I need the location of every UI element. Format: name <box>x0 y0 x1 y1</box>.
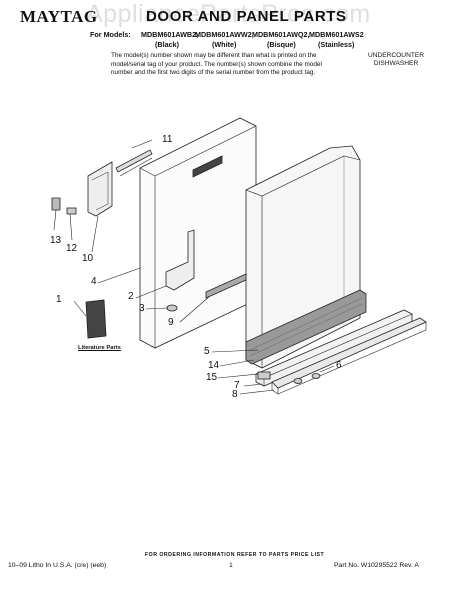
callout-2: 2 <box>128 291 134 302</box>
brand-logo: MAYTAG <box>20 7 98 26</box>
toe-panel <box>245 289 367 365</box>
literature-booklet <box>85 299 107 339</box>
callout-11: 11 <box>162 134 173 145</box>
page-title: DOOR AND PANEL PARTS <box>146 8 347 25</box>
note-line: The model(s) number shown may be differe… <box>111 52 317 59</box>
spring-rod <box>115 149 153 173</box>
hinge-clip <box>51 197 61 211</box>
appliance-type-line: DISHWASHER <box>373 60 419 67</box>
trim-screw <box>293 378 303 384</box>
literature-parts-label: Literature Parts <box>78 345 121 351</box>
appliance-type: UNDERCOUNTER DISHWASHER <box>360 52 432 68</box>
model-color: (Black) <box>155 40 179 49</box>
callout-12: 12 <box>66 243 78 254</box>
callout-15: 15 <box>206 372 218 383</box>
callout-9: 9 <box>168 317 174 328</box>
model-number: MDBM601AWS2 <box>309 30 364 39</box>
callout-14: 14 <box>208 360 220 371</box>
model-number: MDBM601AWQ2, <box>252 30 310 39</box>
trim-screw <box>311 373 321 379</box>
model-color: (Stainless) <box>318 40 355 49</box>
model-number: MDBM601AWB2, <box>141 30 199 39</box>
callout-10: 10 <box>82 253 94 264</box>
callout-1: 1 <box>56 294 62 305</box>
model-color: (Bisque) <box>267 40 296 49</box>
models-prefix: For Models: <box>90 30 131 39</box>
model-number: MDBM601AWW2, <box>195 30 254 39</box>
model-note: The model(s) number shown may be differe… <box>111 52 359 78</box>
callout-5: 5 <box>204 346 210 357</box>
screw <box>166 304 178 312</box>
panel-cutout <box>192 155 223 178</box>
part-number: Part No. W10295522 Rev. A <box>334 562 419 569</box>
watermark: AppliancePartsPros.com <box>86 0 371 28</box>
hinge-bracket <box>87 161 113 217</box>
model-color: (White) <box>212 40 237 49</box>
callout-3: 3 <box>139 303 145 314</box>
callout-8: 8 <box>232 389 238 400</box>
callout-13: 13 <box>50 235 62 246</box>
outer-panel <box>139 117 257 349</box>
vent-strip <box>205 273 247 299</box>
print-info: 10–09 Litho In U.S.A. (cre) (eeb) <box>8 562 107 569</box>
kick-plate-clip <box>257 371 271 380</box>
hinge-pin <box>66 207 77 215</box>
callout-7: 7 <box>234 380 240 391</box>
appliance-type-line: UNDERCOUNTER <box>367 52 425 59</box>
page-number: 1 <box>229 562 233 569</box>
ordering-info: FOR ORDERING INFORMATION REFER TO PARTS … <box>145 552 325 558</box>
callout-4: 4 <box>91 276 97 287</box>
callout-6: 6 <box>336 360 342 371</box>
door-bracket <box>165 229 195 291</box>
note-line: model/serial tag of your product. The nu… <box>111 60 322 68</box>
note-line: number and the first two digits of the s… <box>111 69 316 77</box>
